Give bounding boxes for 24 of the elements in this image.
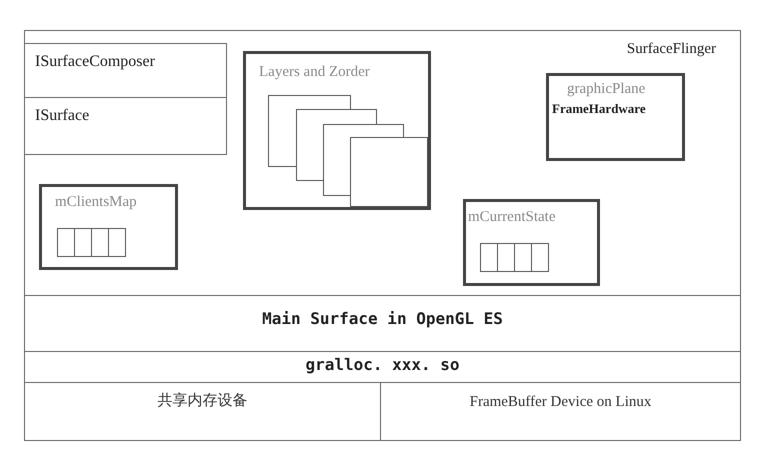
box-label: Main Surface in OpenGL ES bbox=[261, 310, 504, 328]
layer-row bbox=[24, 295, 741, 352]
layer-row bbox=[24, 351, 741, 383]
component-box bbox=[546, 73, 685, 161]
component-box bbox=[39, 184, 178, 270]
layer-sheet bbox=[350, 137, 428, 207]
box-label: mCurrentState bbox=[468, 208, 556, 226]
region-title: SurfaceFlinger bbox=[626, 40, 716, 58]
component-box bbox=[463, 199, 600, 286]
layers-box bbox=[243, 51, 431, 210]
interface-box bbox=[25, 97, 227, 155]
interface-box bbox=[25, 43, 227, 98]
box-label: graphicPlane bbox=[567, 80, 646, 98]
box-label: 共享内存设备 bbox=[156, 391, 248, 409]
box-label: Layers and Zorder bbox=[259, 63, 370, 81]
region-panel bbox=[24, 30, 741, 296]
box-label: ISurfaceComposer bbox=[35, 53, 155, 71]
box-label: mClientsMap bbox=[55, 193, 137, 211]
box-label: gralloc. xxx. so bbox=[304, 356, 461, 374]
component-subtitle: FrameHardware bbox=[552, 100, 646, 118]
device-box bbox=[24, 382, 381, 441]
box-label: FrameBuffer Device on Linux bbox=[468, 393, 652, 411]
device-box bbox=[380, 382, 741, 441]
box-label: ISurface bbox=[35, 107, 90, 125]
